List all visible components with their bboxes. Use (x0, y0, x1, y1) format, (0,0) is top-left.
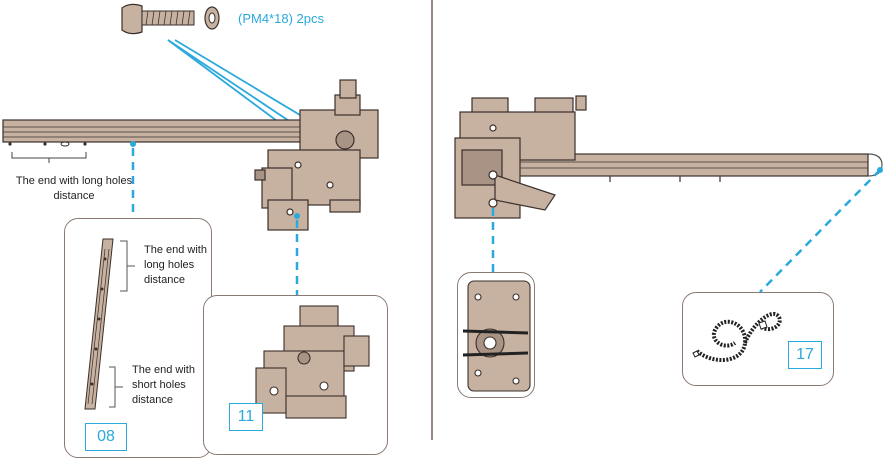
panel-17: 17 (682, 292, 834, 386)
screw-icon (121, 3, 195, 35)
dashed-connector-17 (759, 169, 881, 293)
step-number-11: 11 (229, 403, 263, 431)
step-number-08: 08 (85, 423, 127, 451)
rail-end-label: The end with long holes distance (15, 175, 133, 202)
step-number-17: 17 (788, 341, 822, 369)
belt-icon (692, 312, 782, 363)
washer-icon (204, 6, 220, 30)
long-holes-end-label: The end with long holes distance (144, 244, 207, 286)
rail-segment-icon (84, 238, 135, 410)
short-holes-end-label: The end with short holes distance (132, 364, 195, 406)
carriage-assembly-right (454, 95, 587, 219)
carriage-part-icon (255, 305, 370, 419)
detail-panel (457, 272, 535, 398)
panel-11: 11 (203, 295, 388, 455)
screw-spec-label: (PM4*18) 2pcs (238, 11, 324, 26)
carriage-assembly-left (254, 79, 379, 231)
pulley-detail-icon (462, 280, 531, 392)
panel-08: The end with long holes distance The end… (64, 218, 212, 458)
